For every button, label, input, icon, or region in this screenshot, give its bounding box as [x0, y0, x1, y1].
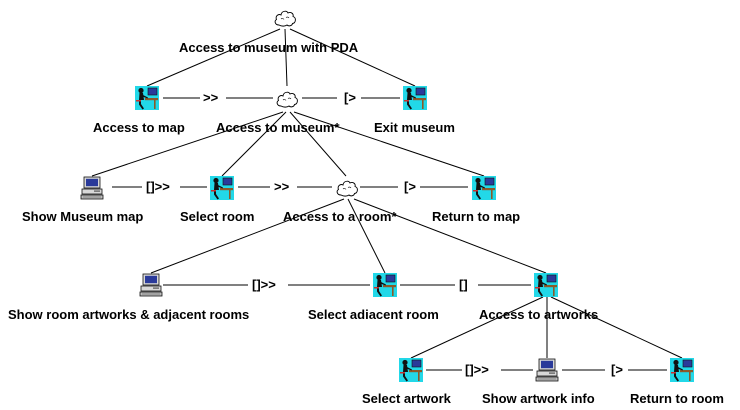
operator-disabling: [> [611, 362, 623, 377]
task-label: Access to museum with PDA [179, 40, 359, 55]
task-label: Show Museum map [22, 209, 143, 224]
edge-root-to-access-map [146, 28, 281, 87]
task-label: Show artwork info [482, 391, 595, 406]
task-node-show-room-artworks[interactable]: Show room artworks & adjacent rooms [8, 273, 249, 322]
edge-root-to-access-museum [284, 28, 288, 87]
edge-access-artworks-to-select-artwork [410, 296, 544, 359]
cloud-icon [336, 180, 358, 197]
cloud-icon [274, 10, 296, 27]
task-node-show-artwork-info[interactable]: Show artwork info [482, 358, 595, 406]
task-label: Show room artworks & adjacent rooms [8, 307, 249, 322]
user-interaction-icon [534, 273, 558, 297]
task-label: Access to map [93, 120, 185, 135]
cloud-icon [276, 91, 298, 108]
tree-edges [91, 28, 683, 359]
edge-access-museum-to-show-map [91, 111, 284, 177]
operator-choice: [] [459, 277, 468, 292]
user-interaction-icon [472, 176, 496, 200]
edge-root-to-exit-museum [289, 28, 416, 87]
task-node-return-to-map[interactable]: Return to map [432, 176, 520, 224]
edge-access-museum-to-access-room [289, 111, 347, 177]
edge-access-artworks-to-return-room [550, 296, 683, 359]
edge-access-room-to-show-artworks [150, 198, 345, 274]
task-label: Return to map [432, 209, 520, 224]
task-node-return-to-room[interactable]: Return to room [630, 358, 724, 406]
computer-icon [139, 273, 163, 297]
task-label: Access to artworks [479, 307, 598, 322]
edge-access-room-to-select-adjacent [347, 198, 386, 274]
task-node-exit-museum[interactable]: Exit museum [374, 86, 455, 135]
task-label: Return to room [630, 391, 724, 406]
task-node-access-room[interactable]: Access to a room* [283, 180, 397, 224]
operator-enabling-info: []>> [252, 277, 276, 292]
operator-enabling: >> [274, 179, 290, 194]
task-node-select-adjacent-room[interactable]: Select adiacent room [308, 273, 439, 322]
temporal-operators: >> [> []>> >> [> []>> [] []>> [> [112, 90, 667, 377]
edge-access-museum-to-select-room [221, 111, 287, 177]
task-node-select-room[interactable]: Select room [180, 176, 254, 224]
task-node-access-artworks[interactable]: Access to artworks [479, 273, 598, 322]
task-node-show-museum-map[interactable]: Show Museum map [22, 176, 143, 224]
user-interaction-icon [670, 358, 694, 382]
task-label: Exit museum [374, 120, 455, 135]
task-label: Select adiacent room [308, 307, 439, 322]
operator-enabling: >> [203, 90, 219, 105]
operator-enabling-info: []>> [465, 362, 489, 377]
task-label: Select room [180, 209, 254, 224]
operator-disabling: [> [404, 179, 416, 194]
user-interaction-icon [403, 86, 427, 110]
task-node-access-map[interactable]: Access to map [93, 86, 185, 135]
computer-icon [535, 358, 559, 382]
user-interaction-icon [135, 86, 159, 110]
edge-access-room-to-access-artworks [353, 198, 547, 274]
task-label: Access to a room* [283, 209, 397, 224]
edge-access-museum-to-return-map [293, 111, 485, 177]
operator-enabling-info: []>> [146, 179, 170, 194]
computer-icon [80, 176, 104, 200]
user-interaction-icon [373, 273, 397, 297]
task-label: Select artwork [362, 391, 452, 406]
user-interaction-icon [210, 176, 234, 200]
task-label: Access to museum* [216, 120, 340, 135]
operator-disabling: [> [344, 90, 356, 105]
user-interaction-icon [399, 358, 423, 382]
task-node-access-museum[interactable]: Access to museum* [216, 91, 340, 135]
task-node-select-artwork[interactable]: Select artwork [362, 358, 452, 406]
task-node-root[interactable]: Access to museum with PDA [179, 10, 359, 55]
